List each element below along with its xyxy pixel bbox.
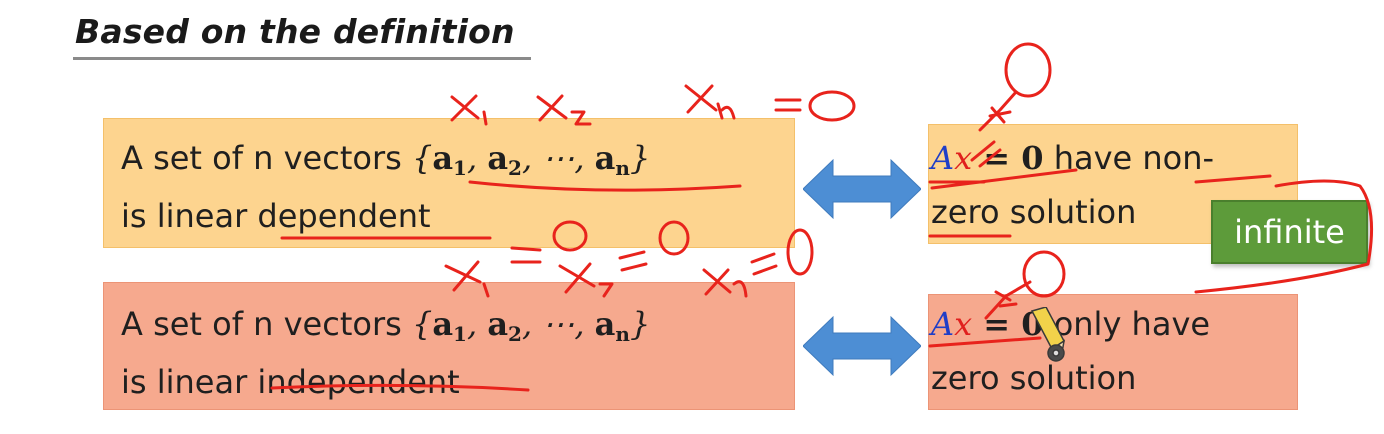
equals-zero: = 𝟎 [972, 139, 1044, 177]
dependent-prefix: A set of n vectors [121, 139, 412, 177]
subscript-n: n [615, 156, 630, 180]
subscript-1: 1 [453, 322, 467, 346]
slide-heading: Based on the definition [75, 12, 515, 51]
infinite-badge: infinite [1211, 200, 1368, 264]
comma: , [466, 139, 488, 177]
vector-x: x [954, 305, 973, 343]
set-open-brace: { [411, 305, 433, 343]
pencil-cursor-icon [1030, 307, 1066, 362]
independent-condition-text-1: only have [1043, 305, 1211, 343]
independent-keyword: independent [257, 363, 460, 401]
ellipsis: ⋯ [542, 305, 575, 343]
independent-line-2: is linear independent [121, 355, 794, 409]
comma: , [521, 139, 543, 177]
comma: , [574, 305, 595, 343]
set-close-brace: } [629, 305, 651, 343]
comma: , [521, 305, 543, 343]
vector-a2: a [487, 139, 509, 177]
vector-x: x [954, 139, 973, 177]
independent-condition-box: Ax = 𝟎 only have zero solution [928, 294, 1298, 410]
independent-prefix: A set of n vectors [121, 305, 412, 343]
subscript-1: 1 [453, 156, 467, 180]
independent-definition-box: A set of n vectors {a1, a2, ⋯, an} is li… [103, 282, 795, 410]
vector-a1: a [432, 305, 454, 343]
dependent-line2-prefix: is linear [121, 197, 258, 235]
vector-a2: a [487, 305, 509, 343]
vector-an: a [594, 305, 616, 343]
ellipsis: ⋯ [542, 139, 575, 177]
independent-line-1: A set of n vectors {a1, a2, ⋯, an} [121, 297, 794, 355]
comma: , [466, 305, 488, 343]
dependent-line-1: A set of n vectors {a1, a2, ⋯, an} [121, 131, 794, 189]
dependent-keyword: dependent [257, 197, 431, 235]
comma: , [574, 139, 595, 177]
subscript-2: 2 [508, 322, 522, 346]
set-close-brace: } [629, 139, 651, 177]
matrix-A: A [931, 305, 955, 343]
dependent-condition-text-1: have non- [1043, 139, 1215, 177]
vector-an: a [594, 139, 616, 177]
double-arrow-icon [803, 158, 921, 220]
independent-condition-line-1: Ax = 𝟎 only have [931, 297, 1297, 351]
double-arrow-icon [803, 315, 921, 377]
independent-condition-text-2: zero solution [931, 359, 1137, 397]
dependent-condition-text-2: zero solution [931, 193, 1137, 231]
subscript-2: 2 [508, 156, 522, 180]
matrix-A: A [931, 139, 955, 177]
set-open-brace: { [411, 139, 433, 177]
dependent-line-2: is linear dependent [121, 189, 794, 243]
subscript-n: n [615, 322, 630, 346]
dependent-definition-box: A set of n vectors {a1, a2, ⋯, an} is li… [103, 118, 795, 248]
vector-a1: a [432, 139, 454, 177]
heading-underline [73, 57, 531, 60]
dependent-condition-line-1: Ax = 𝟎 have non- [931, 131, 1297, 185]
independent-line2-prefix: is linear [121, 363, 258, 401]
